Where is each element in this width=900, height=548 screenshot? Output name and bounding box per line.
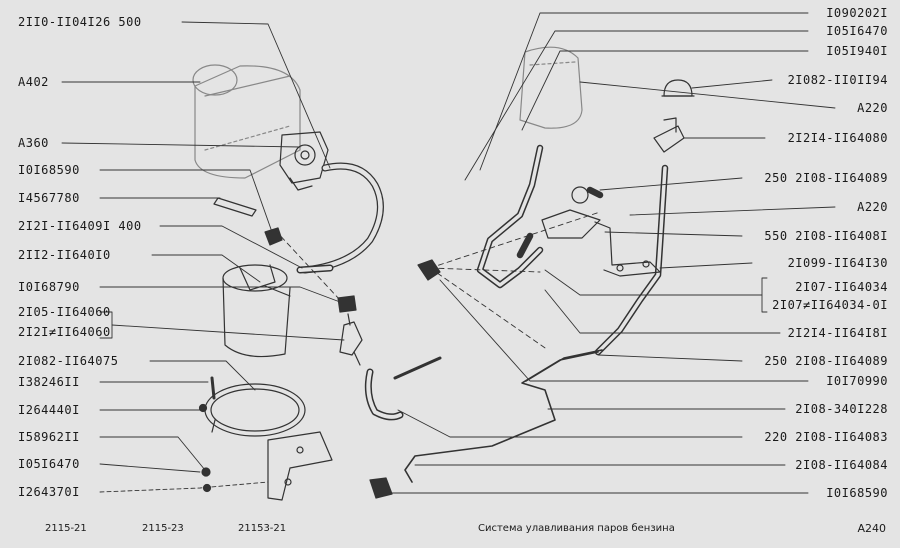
nuts [198, 403, 212, 493]
mounting-band [204, 383, 306, 437]
label-right-8: A220 [857, 200, 888, 214]
label-right-19: I0I68590 [826, 486, 888, 500]
label-right-15: I0I70990 [826, 374, 888, 388]
footer-model-2: 2115-23 [142, 523, 184, 534]
bracket-plate [267, 431, 333, 501]
label-right-9: 550 2I08-II6408I [764, 229, 888, 243]
check-valve [339, 313, 363, 366]
label-left-8: I0I68790 [18, 280, 80, 294]
clamp-upper [264, 227, 283, 246]
separator-valve [653, 117, 685, 153]
label-right-3: I05I940I [826, 44, 888, 58]
label-right-11: 2I07-II64034 [795, 280, 888, 294]
fuel-line-2108 [404, 351, 599, 483]
label-right-18: 2I08-II64084 [795, 458, 888, 472]
clamp-10168790 [337, 295, 357, 313]
canister-cylinder [222, 264, 291, 358]
label-left-6: 2I2I-II6409I 400 [18, 219, 142, 233]
label-left-3: A360 [18, 136, 49, 150]
label-right-13: 2I2I4-II64I8I [787, 326, 888, 340]
label-right-1: I090202I [826, 6, 888, 20]
label-left-16: I264370I [18, 485, 80, 499]
label-left-11: 2I082-II64075 [18, 354, 119, 368]
label-left-7: 2II2-II640I0 [18, 248, 111, 262]
label-right-14: 250 2I08-II64089 [764, 354, 888, 368]
label-left-9: 2I05-II64060 [18, 305, 111, 319]
label-right-12: 2I07≠II64034-0I [772, 298, 888, 312]
tube-routing [476, 144, 669, 356]
label-left-1: 2II0-II04I26 500 [18, 15, 142, 29]
canister-tank-a402 [192, 64, 301, 179]
label-left-12: I38246II [18, 375, 80, 389]
bracket-clip-14567780 [213, 197, 257, 217]
label-left-14: I58962II [18, 430, 80, 444]
fuel-tank-outline [519, 46, 583, 129]
leader-lines [61, 12, 836, 494]
bolt-10170990 [393, 356, 442, 380]
footer-sheet-code: A240 [857, 522, 886, 535]
bolt-13824611 [210, 376, 216, 400]
cap-21082 [661, 79, 695, 97]
label-left-15: I05I6470 [18, 457, 80, 471]
label-right-6: 2I2I4-II64080 [787, 131, 888, 145]
label-left-13: I264440I [18, 403, 80, 417]
clamp-bottom [369, 477, 393, 499]
dashed-mount-lines [274, 211, 601, 351]
label-left-4: I0I68590 [18, 163, 80, 177]
label-right-7: 250 2I08-II64089 [764, 171, 888, 185]
hose-long-2110 [301, 162, 384, 274]
clip-2107 [417, 259, 441, 281]
label-right-5: A220 [857, 101, 888, 115]
label-right-17: 220 2I08-II64083 [764, 430, 888, 444]
valve-bracket-a220 [541, 186, 661, 277]
label-right-16: 2I08-340I228 [795, 402, 888, 416]
footer-model-1: 2115-21 [45, 523, 87, 534]
footer-model-3: 21153-21 [238, 523, 287, 534]
label-right-10: 2I099-II64I30 [787, 256, 888, 270]
label-left-5: I4567780 [18, 191, 80, 205]
label-right-2: I05I6470 [826, 24, 888, 38]
label-left-2: A402 [18, 75, 49, 89]
label-right-4: 2I082-II0II94 [787, 73, 888, 87]
label-left-10: 2I2I≠II64060 [18, 325, 111, 339]
footer-caption: Система улавливания паров бензина [478, 523, 675, 534]
valve-assembly-a360 [279, 131, 329, 191]
